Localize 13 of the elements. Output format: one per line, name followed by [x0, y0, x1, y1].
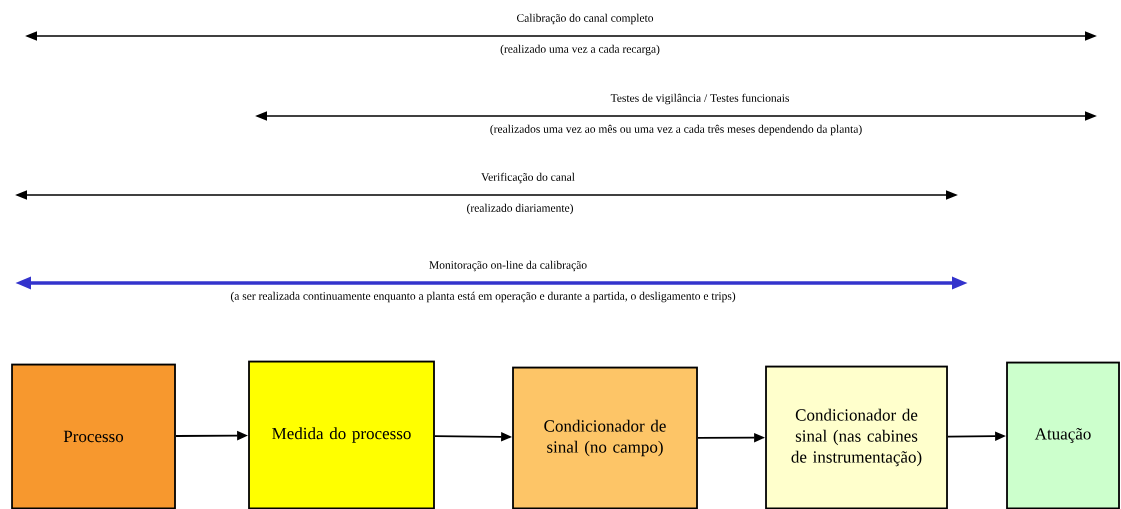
process-box: Condicionador de sinal (no campo): [512, 366, 698, 509]
span-title: Calibração do canal completo: [517, 13, 654, 25]
span-note: (realizado uma vez a cada recarga): [500, 44, 660, 56]
span-note: (a ser realizada continuamente enquanto a planta está em operação e durante a partida, o desligamento e trips): [230, 291, 736, 303]
process-box: Processo: [11, 363, 176, 509]
process-box: Condicionador de sinal (nas cabines de instrumentação): [765, 365, 948, 509]
process-box: Atuação: [1006, 361, 1120, 509]
span-title: Verificação do canal: [481, 172, 575, 184]
span-note: (realizado diariamente): [467, 203, 573, 215]
process-box: Medida do processo: [248, 360, 435, 509]
span-title: Testes de vigilância / Testes funcionais: [610, 93, 790, 105]
span-title: Monitoração on-line da calibração: [429, 260, 587, 272]
span-note: (realizados uma vez ao mês ou uma vez a cada três meses dependendo da planta): [490, 124, 862, 136]
